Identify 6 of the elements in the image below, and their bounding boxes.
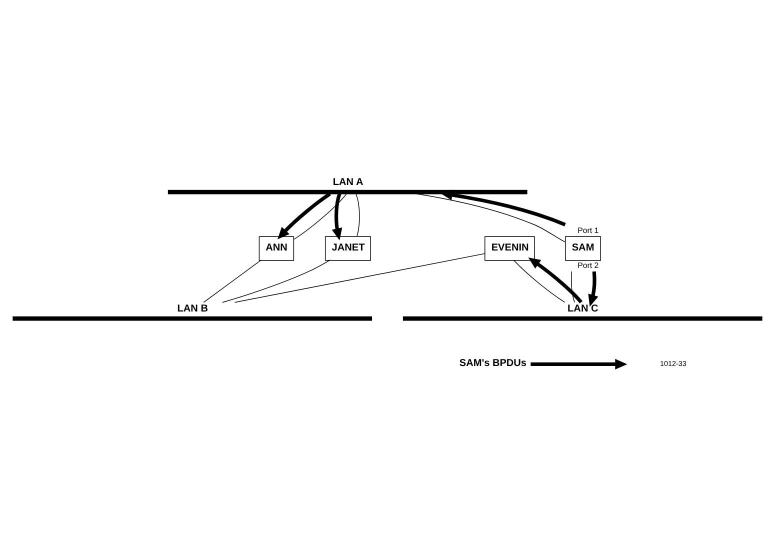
node-label: LAN A <box>332 176 364 188</box>
node-label: LAN B <box>177 303 208 314</box>
legend-label: SAM's BPDUs <box>459 358 527 369</box>
node-label: Port 1 <box>578 225 599 234</box>
node-label: LAN C <box>568 303 598 314</box>
node-label: Port 2 <box>578 260 599 270</box>
